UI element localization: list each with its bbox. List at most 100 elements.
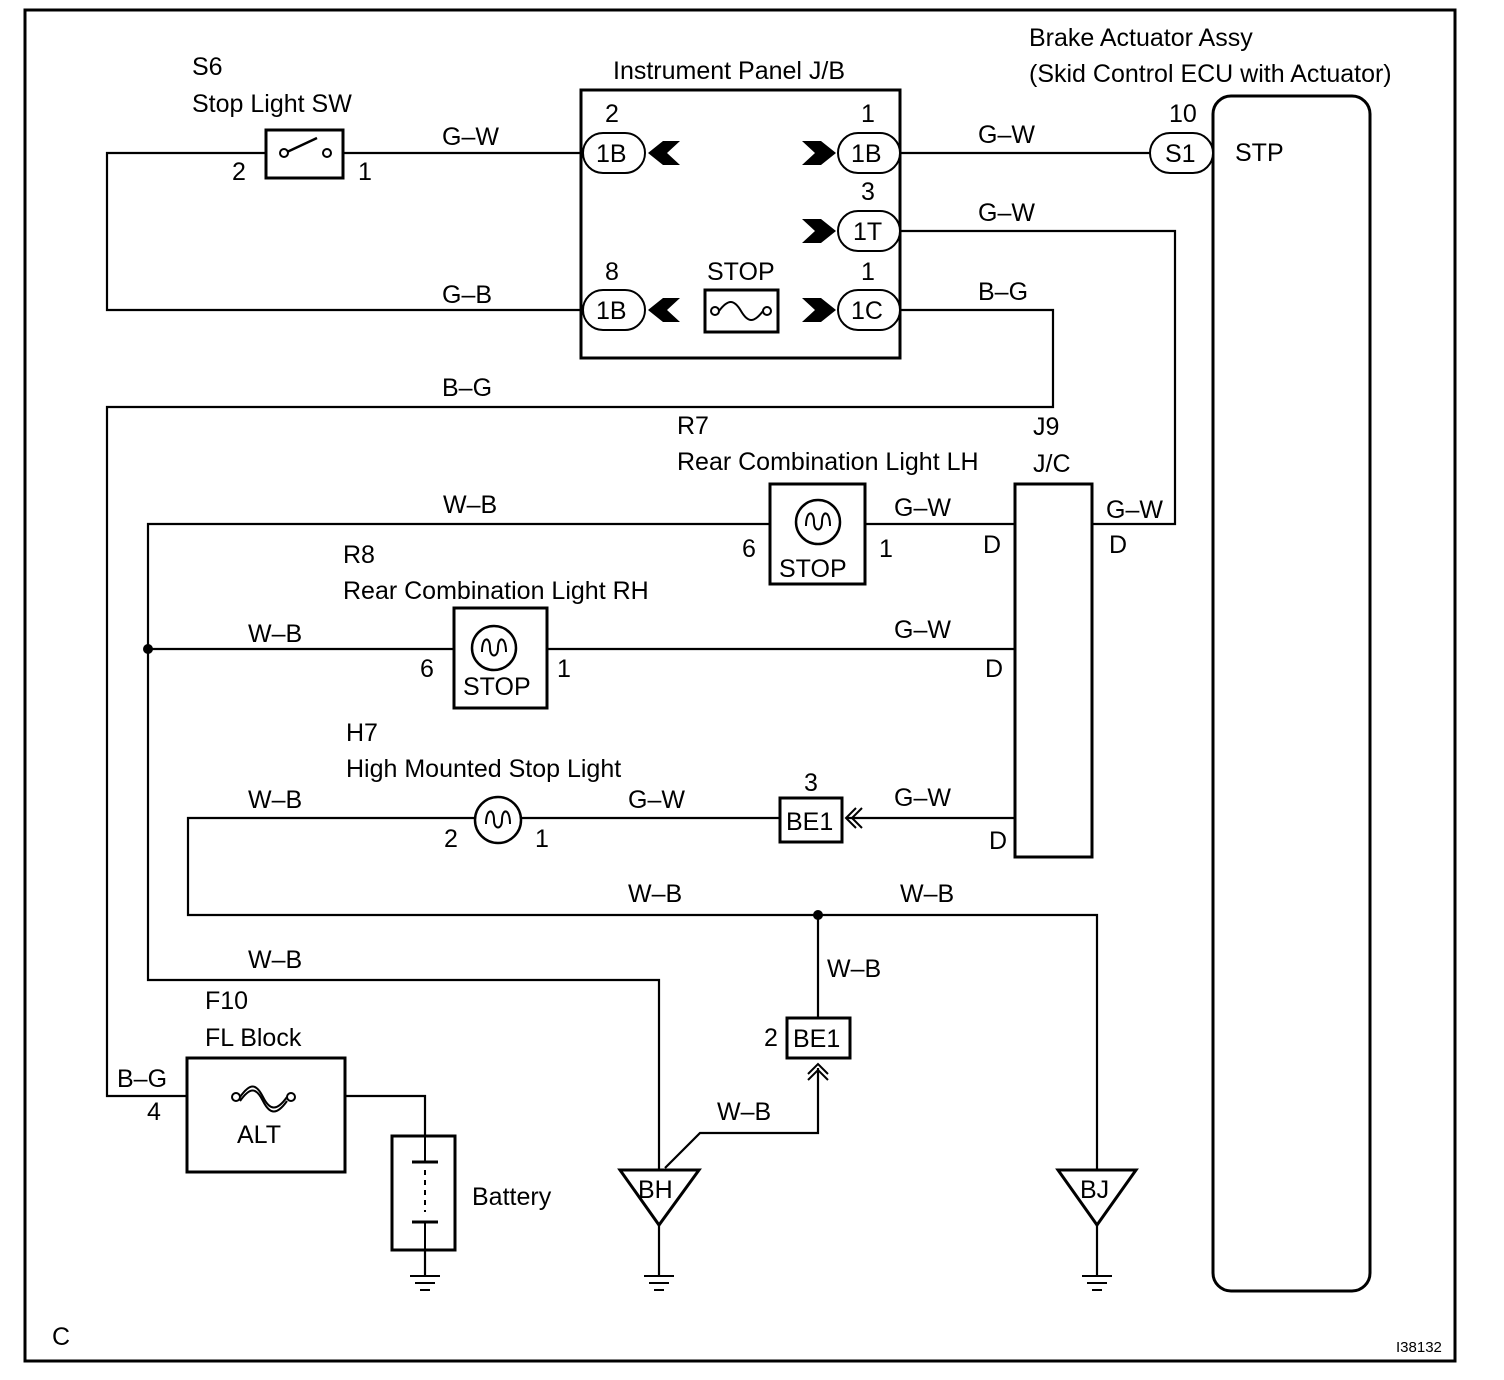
wire-color-label: B–G xyxy=(442,374,492,402)
connector-arrow-icon xyxy=(844,807,857,829)
switch-code: S6 xyxy=(192,53,223,81)
ground-label: BJ xyxy=(1080,1176,1109,1204)
fuse-terminal-icon xyxy=(231,1092,241,1102)
lamp-code: R7 xyxy=(677,412,709,440)
connector-arrow-icon xyxy=(802,141,836,165)
diagram-frame xyxy=(23,8,1457,1363)
fuse-element-icon xyxy=(718,301,764,321)
wire-color-label: W–B xyxy=(628,880,682,908)
wire-1t-to-jc xyxy=(898,229,1177,526)
connector-label: 1B xyxy=(596,140,627,168)
ground-bh: BH xyxy=(617,1168,702,1228)
connector-pin: 8 xyxy=(605,258,619,286)
wire-color-label: W–B xyxy=(443,491,497,519)
ground-bj: BJ xyxy=(1055,1168,1139,1228)
connector-1b xyxy=(582,289,646,331)
ground-label: BH xyxy=(638,1176,673,1204)
connector-label: S1 xyxy=(1165,140,1196,168)
connector-label: 1B xyxy=(596,297,627,325)
wire-color-label: W–B xyxy=(900,880,954,908)
jc-terminal: D xyxy=(989,827,1007,855)
fuse-terminal-icon xyxy=(710,306,720,316)
fuse-terminal-icon xyxy=(286,1092,296,1102)
actuator-name-2: (Skid Control ECU with Actuator) xyxy=(1029,60,1392,88)
jc-terminal: D xyxy=(1109,531,1127,559)
wire-color-label: G–W xyxy=(628,786,685,814)
fl-block-pin: 4 xyxy=(147,1098,161,1126)
connector-arrow-icon xyxy=(807,1062,829,1075)
fl-block-name: FL Block xyxy=(205,1024,302,1052)
wire-color-label: G–W xyxy=(894,494,951,522)
jb-name: Instrument Panel J/B xyxy=(613,57,845,85)
rear-combination-light-rh: STOP R8 Rear Combination Light RH 6 1 xyxy=(343,541,649,710)
battery: Battery xyxy=(390,1134,552,1252)
lamp-pin: 1 xyxy=(557,655,571,683)
switch-body xyxy=(264,128,345,180)
connector-pin: 3 xyxy=(804,769,818,797)
battery-label: Battery xyxy=(472,1183,552,1211)
fusible-link-icon xyxy=(239,1085,288,1109)
ground-point-icon xyxy=(617,1168,702,1228)
fuse-label: STOP xyxy=(707,258,775,286)
lamp-code: H7 xyxy=(346,719,378,747)
wire-color-label: W–B xyxy=(248,786,302,814)
jc-box xyxy=(1013,482,1094,859)
connector-pin: 10 xyxy=(1169,100,1197,128)
wire-color-label: B–G xyxy=(117,1065,167,1093)
jc-name: J/C xyxy=(1033,450,1071,478)
fusible-link-icon xyxy=(239,1089,288,1113)
connector-be1-top: BE1 3 xyxy=(778,769,863,844)
wire-color-label: G–W xyxy=(894,616,951,644)
jc-terminal: D xyxy=(985,655,1003,683)
actuator-name-1: Brake Actuator Assy xyxy=(1029,24,1253,52)
connector-arrow-icon xyxy=(648,298,680,322)
lamp-name: Rear Combination Light RH xyxy=(343,577,649,605)
connector-label: 1B xyxy=(851,140,882,168)
chassis-ground-icon xyxy=(1082,1275,1112,1291)
connector-arrow-icon xyxy=(850,807,863,829)
wire-color-label: W–B xyxy=(248,620,302,648)
connector-1b xyxy=(837,132,901,174)
lamp-name: Rear Combination Light LH xyxy=(677,448,979,476)
connector-pin: 1 xyxy=(861,100,875,128)
filament-icon xyxy=(481,638,507,657)
wire-color-label: W–B xyxy=(248,946,302,974)
chassis-ground-icon xyxy=(410,1275,440,1291)
connector-s1 xyxy=(1149,132,1214,174)
lamp-label: STOP xyxy=(779,555,847,583)
wire-color-label: G–W xyxy=(978,199,1035,227)
lamp-code: R8 xyxy=(343,541,375,569)
rear-combination-light-lh: STOP R7 Rear Combination Light LH 6 1 xyxy=(677,412,979,586)
lamp-pin: 1 xyxy=(879,535,893,563)
be1-box xyxy=(778,796,844,844)
actuator-terminal: STP xyxy=(1235,139,1284,167)
fuse-label: ALT xyxy=(237,1121,281,1149)
wire-color-label: W–B xyxy=(827,955,881,983)
bulb-icon xyxy=(794,498,842,546)
connector-1t xyxy=(837,210,901,252)
lamp-label: STOP xyxy=(463,673,531,701)
wire-lh-ground xyxy=(146,522,770,1170)
wire-color-label: G–W xyxy=(894,784,951,812)
wire-color-label: G–W xyxy=(442,123,499,151)
connector-pin: 3 xyxy=(861,178,875,206)
ground-point-icon xyxy=(1055,1168,1139,1228)
filament-icon xyxy=(805,512,831,531)
connector-1b xyxy=(582,132,646,174)
wire-be1-to-bh xyxy=(664,1068,820,1169)
connector-be1-bottom: BE1 2 xyxy=(764,1016,852,1081)
actuator-body xyxy=(1211,94,1372,1293)
lamp-pin: 6 xyxy=(420,655,434,683)
fl-block: ALT F10 FL Block 4 xyxy=(147,987,347,1174)
connector-pin: 2 xyxy=(764,1024,778,1052)
switch-contact-icon xyxy=(322,148,332,158)
wire-color-label: G–W xyxy=(978,121,1035,149)
connector-arrow-icon xyxy=(648,141,680,165)
corner-label: C xyxy=(52,1323,70,1351)
wire-color-label: B–G xyxy=(978,278,1028,306)
wire-fl-to-battery xyxy=(345,1094,427,1136)
switch-name: Stop Light SW xyxy=(192,90,352,118)
connector-1c xyxy=(837,289,901,331)
wire-stop-sw-to-gb xyxy=(105,151,583,312)
